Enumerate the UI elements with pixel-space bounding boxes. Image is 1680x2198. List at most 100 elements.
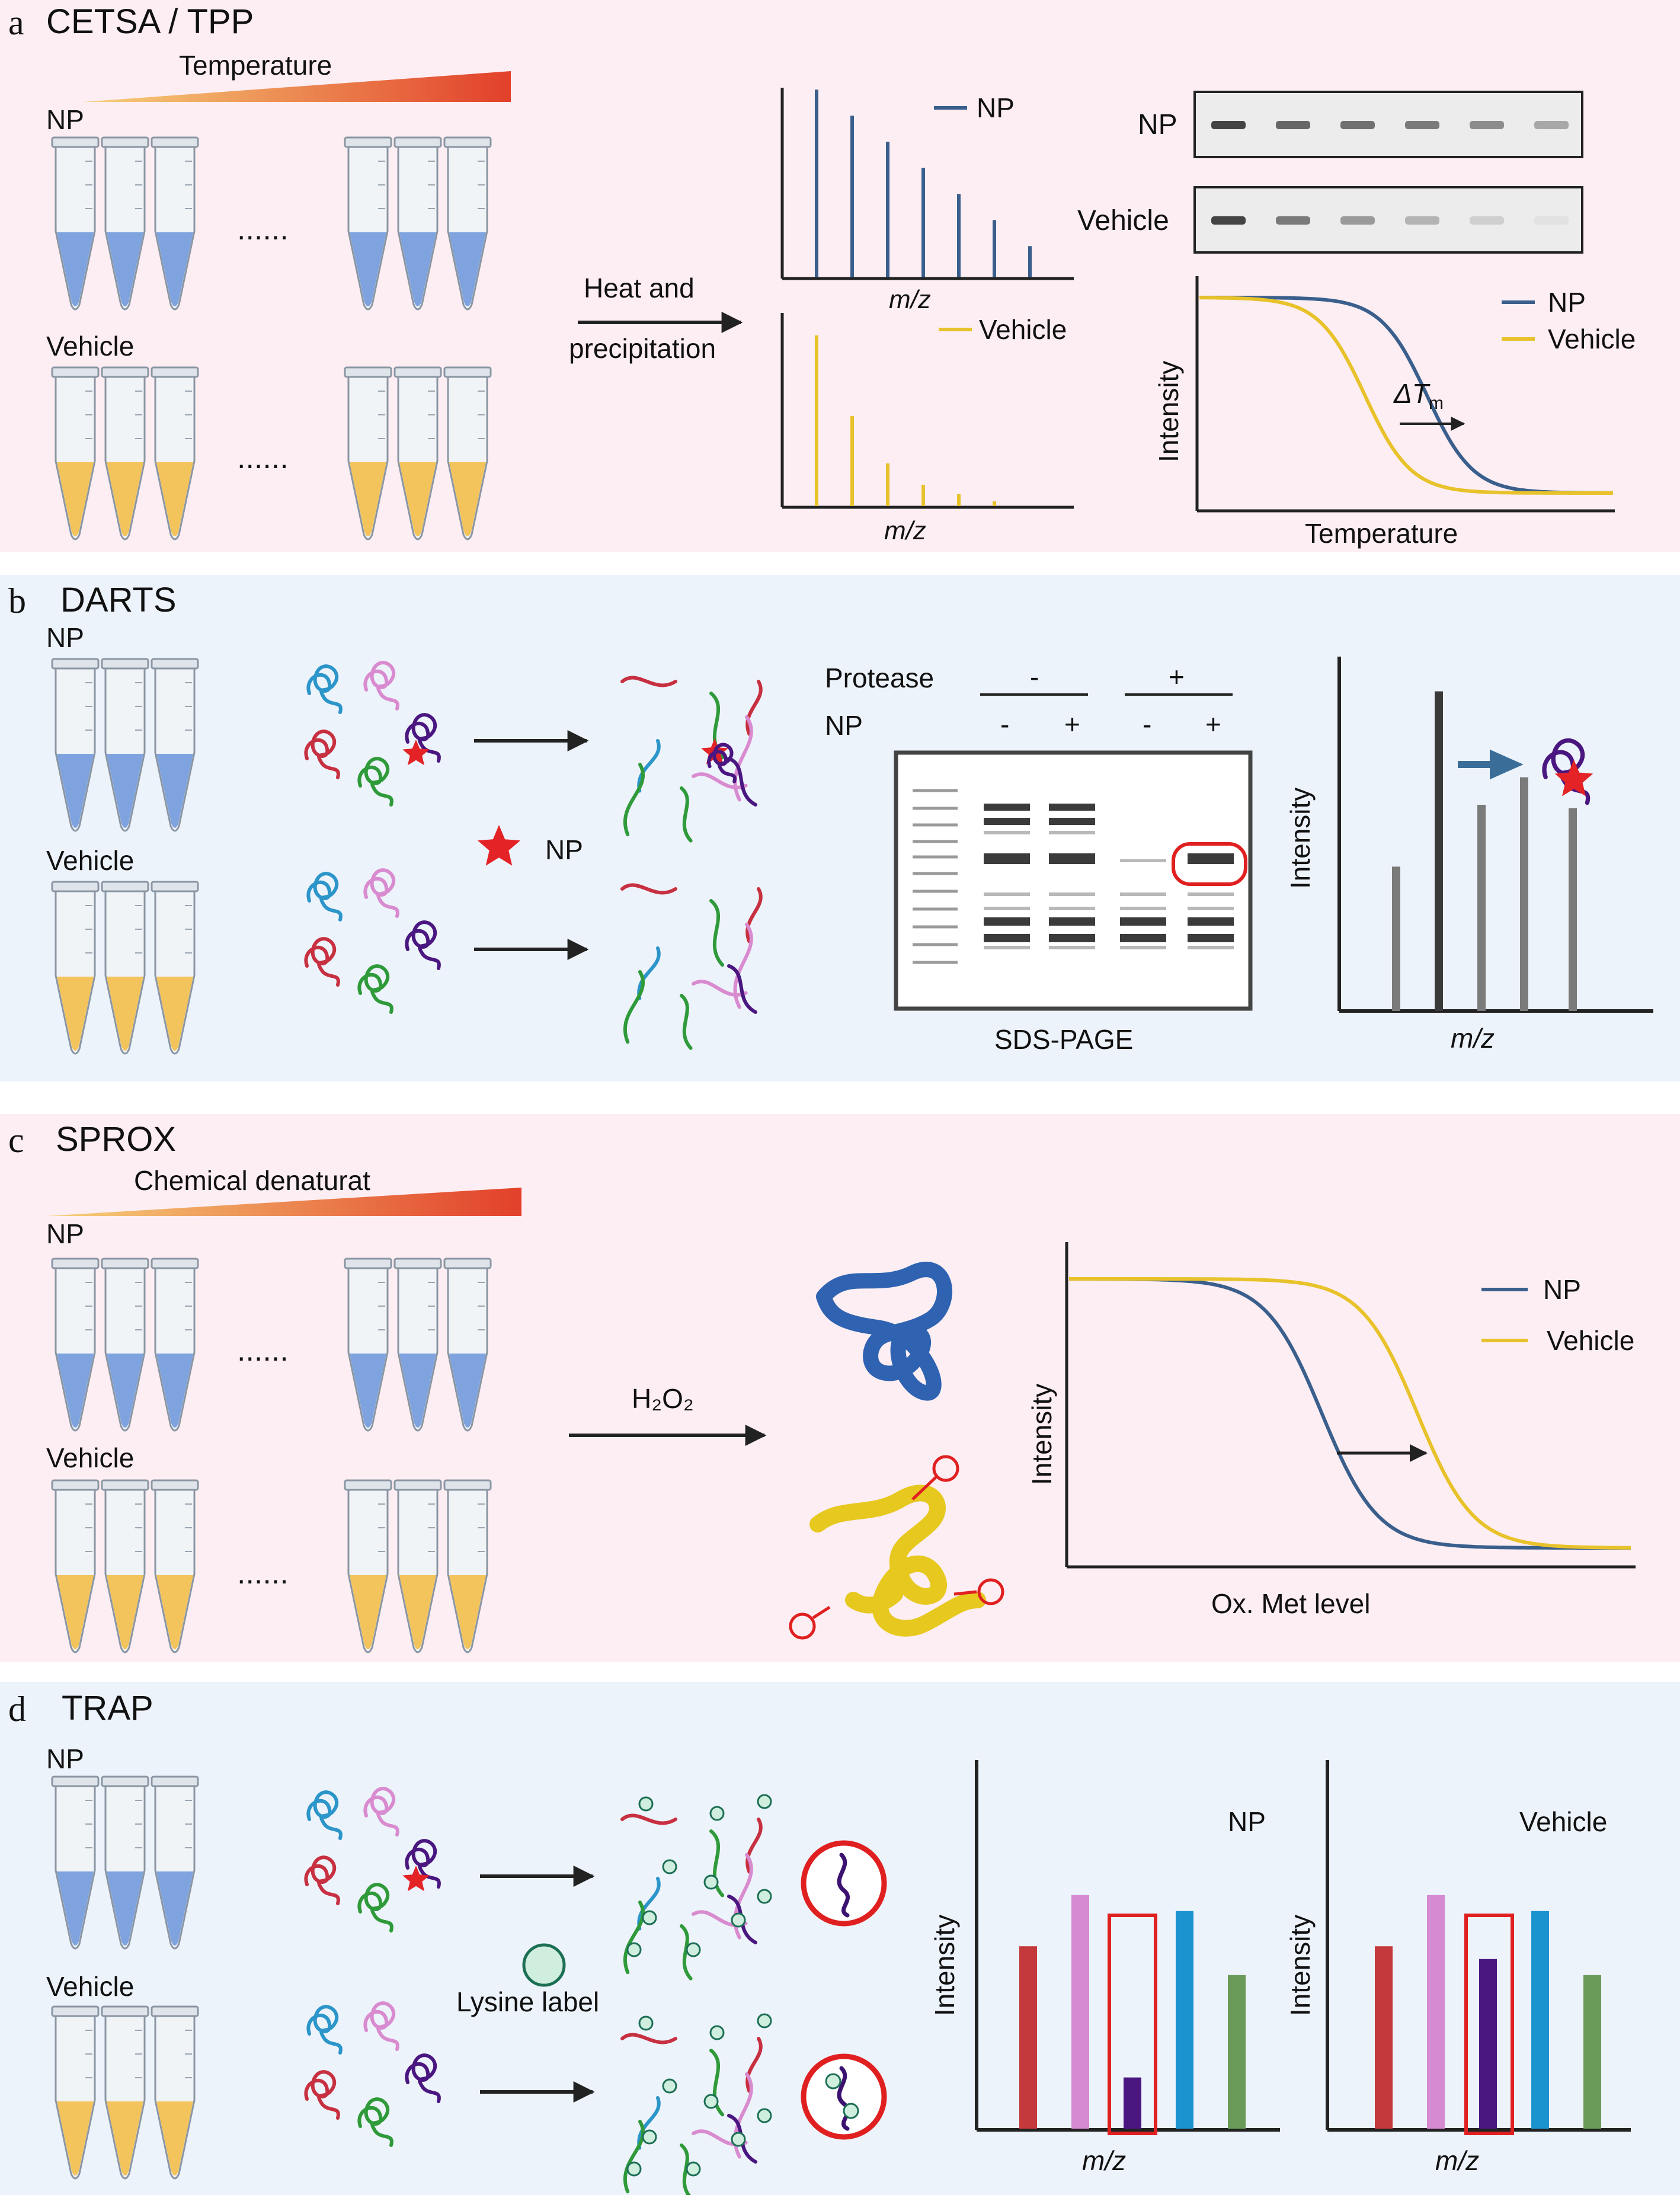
np-spectrum-x-label: m/z — [889, 285, 931, 314]
protein-coil — [306, 664, 343, 714]
np-row-label: NP — [46, 104, 84, 135]
tube-cap — [151, 1479, 199, 1491]
peptide-fragment — [623, 2120, 645, 2194]
blot-band — [1405, 121, 1439, 129]
tube-cap — [101, 881, 149, 892]
tube-cap — [151, 881, 199, 892]
darts-y-label: Intensity — [1285, 788, 1316, 889]
peptide-fragment — [680, 2143, 693, 2198]
protein-mixture-np — [304, 1787, 441, 1933]
tube-cap — [101, 366, 149, 378]
sprox-legend-np-label: NP — [1543, 1274, 1581, 1305]
trap-bar — [1124, 2077, 1141, 2129]
trap-np-highlight — [1108, 1914, 1157, 2135]
peptide-fragment — [709, 1829, 725, 1898]
vehicle-spectrum-x-label: m/z — [884, 516, 926, 545]
lysine-label-icon — [642, 2129, 657, 2145]
gel-bands — [913, 789, 1234, 964]
peptide-fragment — [620, 676, 677, 687]
panel-c-letter: c — [8, 1121, 24, 1160]
panel-b-title: DARTS — [60, 581, 177, 619]
np-row-label: NP — [46, 1218, 84, 1249]
tube-cap — [344, 1258, 392, 1269]
lane-sign-4: + — [1205, 709, 1221, 740]
tube-liquid — [107, 1575, 143, 1649]
np-tube-row — [51, 1258, 492, 1432]
vehicle-tube-row — [51, 366, 492, 540]
tube-liquid — [107, 232, 143, 306]
heat-arrow-label-1: Heat and — [584, 273, 695, 303]
microcentrifuge-tube — [344, 1479, 392, 1653]
np-row-label: NP — [46, 1743, 84, 1774]
vehicle-tube-row — [51, 881, 199, 1055]
protein-coil — [405, 1839, 441, 1889]
gel-band — [1120, 892, 1166, 896]
oxidation-bond — [812, 1605, 831, 1620]
microcentrifuge-tube — [393, 1258, 442, 1432]
protein-coil — [363, 868, 399, 918]
trap-vehicle-title: Vehicle — [1519, 1806, 1607, 1837]
protein-coil — [304, 1855, 340, 1905]
microcentrifuge-tube — [151, 2005, 199, 2180]
tube-cap — [443, 1479, 492, 1491]
tube-cap — [51, 1479, 100, 1491]
spectrum-peak — [1392, 866, 1400, 1011]
gel-band — [1049, 946, 1095, 949]
lysine-label-icon — [686, 1942, 701, 1957]
gel-band — [1188, 853, 1234, 864]
tube-liquid — [399, 232, 436, 306]
tube-cap — [101, 1258, 149, 1269]
np-star-icon — [477, 825, 521, 866]
tube-cap — [151, 366, 199, 378]
blot-vehicle-label: Vehicle — [1077, 205, 1169, 236]
gel-band — [1120, 907, 1166, 910]
target-protein-icon — [1542, 738, 1593, 805]
blot-np-strip — [1193, 91, 1583, 158]
vehicle-row-label: Vehicle — [46, 1442, 134, 1473]
gel-band — [1049, 907, 1095, 910]
blot-band — [1534, 216, 1569, 225]
melt-curve-chart: ΔTm NP Vehicle Intensity Temperature — [1153, 276, 1636, 549]
trap-np-bars — [1019, 1895, 1246, 2129]
np-tube-row — [51, 1775, 199, 1950]
microcentrifuge-tube — [101, 366, 149, 540]
denaturant-label: Chemical denaturat — [134, 1165, 370, 1196]
ellipsis: ...... — [237, 1333, 289, 1368]
panel-d: d TRAP NP Vehicle Lysine label NP Intens… — [8, 1689, 1631, 2198]
vehicle-row-label: Vehicle — [46, 331, 134, 361]
gel-band — [1049, 818, 1095, 825]
protein-coil — [306, 1790, 343, 1840]
spectrum-peak — [1435, 691, 1443, 1011]
trap-bar — [1071, 1895, 1089, 2129]
tube-cap — [51, 136, 100, 148]
blot-band — [1340, 121, 1375, 129]
vehicle-tube-row — [51, 1479, 492, 1653]
gel-band — [1188, 946, 1234, 949]
tube-cap — [151, 1775, 199, 1787]
reagent-label: H₂O₂ — [632, 1383, 694, 1414]
microcentrifuge-tube — [344, 1258, 392, 1432]
peptide-fragment — [637, 2096, 661, 2150]
fragments-vehicle — [620, 883, 763, 1050]
gel-band — [984, 831, 1030, 834]
gel-band — [1188, 917, 1234, 926]
gel-band — [1049, 804, 1095, 811]
tube-cap — [101, 136, 149, 148]
microcentrifuge-tube — [51, 658, 100, 832]
trap-vehicle-x-label: m/z — [1435, 2145, 1479, 2176]
microcentrifuge-tube — [51, 881, 100, 1055]
blot-band — [1534, 121, 1569, 129]
peptide-fragment — [620, 2033, 677, 2045]
trap-vehicle-bars — [1375, 1895, 1601, 2129]
panel-b-letter: b — [8, 581, 26, 620]
lysine-label-icon — [757, 1794, 772, 1809]
lysine-label-icon — [843, 2103, 859, 2119]
tube-liquid — [107, 754, 143, 828]
np-star-icon — [402, 1866, 430, 1892]
tube-cap — [393, 136, 442, 148]
melt-curve-vehicle — [1199, 296, 1613, 495]
np-tube-row — [51, 136, 492, 311]
protein-coil — [304, 937, 340, 987]
tube-liquid — [107, 2101, 143, 2175]
sprox-curve-vehicle — [1069, 1277, 1631, 1550]
